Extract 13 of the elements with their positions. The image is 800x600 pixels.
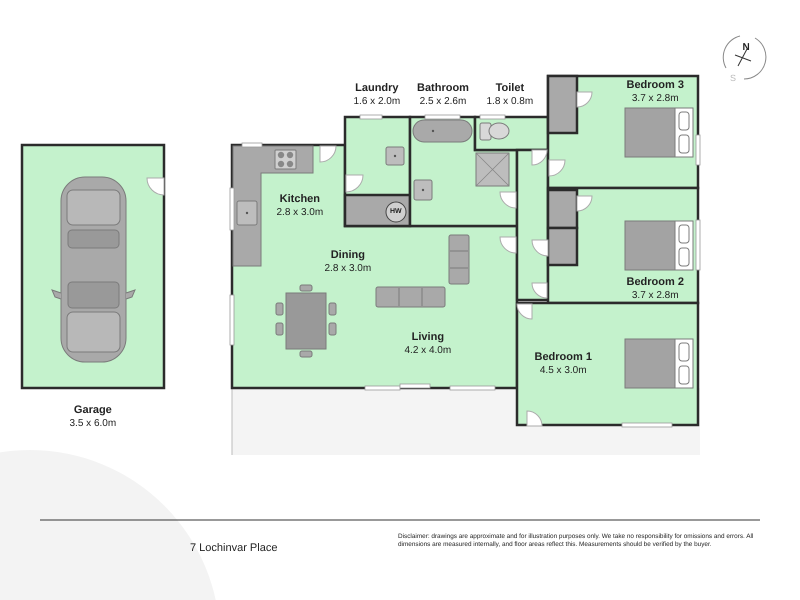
- room-label: Bathroom 2.5 x 2.6m: [417, 82, 469, 108]
- compass-label: N: [742, 42, 750, 52]
- compass-label: S: [730, 73, 736, 83]
- room-label: Kitchen 2.8 x 3.0m: [276, 193, 324, 219]
- room-label: Living 4.2 x 4.0m: [404, 331, 452, 357]
- room-label: Garage 3.5 x 6.0m: [70, 404, 116, 430]
- room-label: Bedroom 3 3.7 x 2.8m: [626, 79, 684, 105]
- room-label: Bedroom 2 3.7 x 2.8m: [626, 276, 684, 302]
- room-label: Dining 2.8 x 3.0m: [324, 249, 372, 275]
- room-label: Laundry 1.6 x 2.0m: [354, 82, 400, 108]
- address-text: 7 Lochinvar Place: [190, 542, 278, 555]
- room-label: Toilet 1.8 x 0.8m: [486, 82, 534, 108]
- room-label: Bedroom 1 4.5 x 3.0m: [534, 351, 592, 377]
